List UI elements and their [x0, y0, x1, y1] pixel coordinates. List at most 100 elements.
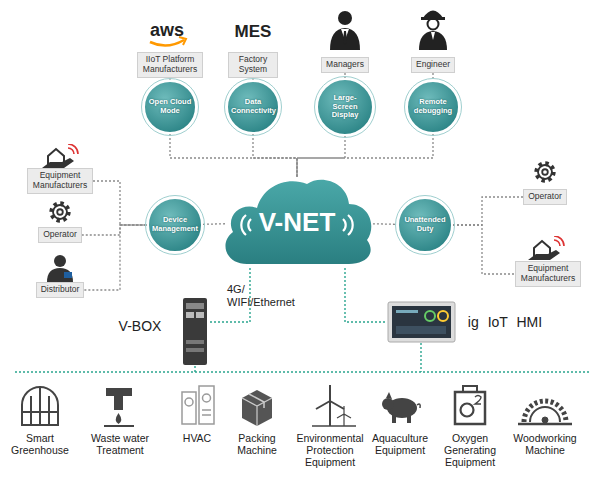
circle-fill [144, 81, 196, 133]
network-link-part [420, 343, 421, 372]
saw-blade-icon-part [542, 417, 548, 423]
role-label: IIoT Platform Manufacturers [137, 52, 203, 78]
application-label: Environmental Protection Equipment [293, 432, 367, 468]
text-group: Factory System [233, 55, 273, 75]
oxygen-generator-icon-part [463, 386, 477, 392]
hvac-icon-part [202, 410, 211, 415]
packing-machine-icon-part [242, 390, 272, 426]
v-box-device-part [186, 303, 204, 309]
greenhouse-icon-part [30, 396, 32, 425]
greenhouse-icon [22, 387, 58, 425]
feature-circle: Open Cloud Mode [143, 80, 197, 134]
cloud-platform: V-NET [217, 172, 377, 272]
saw-blade-icon-part [524, 401, 566, 422]
oxygen-generator-icon [455, 386, 485, 424]
text-group: Large-Screen Display [323, 94, 367, 120]
feature-circle: Device Management [147, 197, 203, 253]
v-box-device-part [186, 312, 194, 318]
pig-icon-part [392, 414, 396, 423]
role-label: Operator [38, 227, 82, 243]
packing-machine-icon-part [249, 394, 264, 408]
greenhouse-icon-part [39, 387, 41, 425]
application-label: Aquaculture Equipment [368, 432, 432, 456]
text-group: Remote debugging [411, 98, 455, 115]
packing-machine-icon [242, 390, 272, 426]
engineer-icon-part [419, 31, 447, 50]
pig-icon-part [417, 404, 420, 408]
dotted-connector [369, 223, 397, 225]
hvac-icon-part [203, 394, 211, 402]
pig-icon-part [386, 392, 392, 399]
node-text: Distributor [41, 285, 80, 295]
node-text: Factory System [233, 55, 273, 75]
node-text: V-NET [259, 209, 336, 235]
application-label: Waste water Treatment [87, 432, 153, 456]
equipment-manufacturer-icon-part [42, 144, 78, 168]
node-text: Unattended Duty [402, 216, 448, 233]
circle-fill [317, 79, 373, 135]
waste-water-icon-part [114, 396, 123, 410]
text-group: Device Management [152, 216, 198, 233]
v-box-device-part [186, 348, 204, 352]
text-group: Data Connectivity [231, 98, 275, 115]
node-text: IIoT Platform Manufacturers [142, 55, 198, 75]
node-text: Equipment Manufacturers [32, 171, 88, 191]
circle-ring [396, 196, 455, 255]
signal-arc [343, 219, 346, 231]
role-label: Managers [321, 57, 369, 73]
node-text: Operator [43, 230, 77, 240]
network-label: 4G/ WIFI/Ethernet [227, 283, 303, 308]
hvac-icon-part [199, 386, 214, 424]
logo-text: aws [137, 20, 197, 41]
wind-turbine-icon-part [312, 425, 356, 427]
waste-water-icon-part [116, 413, 122, 424]
text-group: IIoT Platform Manufacturers [142, 55, 198, 75]
node-text: Engineer [416, 60, 450, 70]
node-text: Equipment Manufacturers [520, 264, 576, 284]
circle-ring [146, 196, 205, 255]
dotted-connector [203, 223, 225, 225]
feature-circle: Large-Screen Display [316, 78, 374, 136]
manager-icon-part [330, 28, 360, 50]
device-label: ig IoT HMI [460, 314, 550, 330]
hmi-device-part [396, 326, 446, 334]
operator-icon-part [537, 164, 554, 181]
network-link-part [345, 268, 387, 322]
network-link [15, 268, 590, 372]
circle-fill [407, 81, 459, 133]
oxygen-generator-icon-part [455, 392, 485, 424]
text-group: Distributor [41, 285, 80, 295]
node-text: Device Management [152, 216, 198, 233]
waste-water-icon [104, 388, 134, 426]
text-group: Operator [43, 230, 77, 240]
logo-text: MES [223, 22, 283, 42]
saw-blade-icon-part [518, 423, 572, 426]
hmi-device-part [425, 311, 435, 321]
hmi-device-part [396, 310, 418, 313]
dotted-connector [84, 225, 147, 290]
engineer-icon [419, 11, 447, 51]
packing-machine-icon-part [242, 398, 272, 426]
engineer-icon-part [423, 11, 443, 19]
node-text: Remote debugging [411, 98, 455, 115]
role-label: Equipment Manufacturers [27, 168, 93, 194]
dotted-connector [93, 181, 147, 225]
node-text: Large-Screen Display [323, 94, 367, 120]
greenhouse-icon-part [48, 396, 50, 425]
application-label: HVAC [167, 432, 227, 444]
waste-water-icon-part [104, 425, 134, 427]
engineer-icon-part [431, 32, 435, 40]
node-text: Open Cloud Mode [148, 98, 192, 115]
signal-arc [348, 215, 353, 235]
application-label: Smart Greenhouse [8, 432, 72, 456]
text-group: Equipment Manufacturers [32, 171, 88, 191]
hmi-device-part [438, 311, 448, 321]
signal-arc [241, 215, 246, 235]
device-label: V-BOX [112, 318, 168, 334]
node-text: Managers [326, 60, 364, 70]
oxygen-generator-icon-part [475, 396, 481, 405]
hvac-icon-part [185, 398, 193, 406]
feature-circle: Data Connectivity [226, 80, 280, 134]
wind-turbine-icon-part [329, 401, 331, 426]
